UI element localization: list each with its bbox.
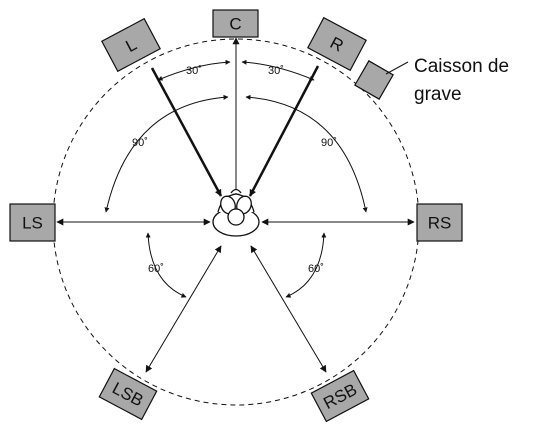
- angle-label-front-left: 30˚: [186, 65, 202, 77]
- arrow-left: [150, 67, 223, 197]
- arrow-right: [248, 65, 320, 197]
- angle-label-back-left: 60˚: [148, 263, 164, 275]
- arrow-left-surround-back: [145, 245, 222, 373]
- arc-60-right: [285, 232, 327, 298]
- angle-label-back-right: 60˚: [308, 263, 324, 275]
- arc-90-right: [245, 94, 368, 213]
- speaker-rs-label: RS: [428, 214, 452, 233]
- subwoofer-caption-line2: grave: [414, 84, 462, 105]
- speaker-rsb: RSB: [310, 369, 370, 423]
- arc-60-left: [145, 232, 187, 298]
- speaker-ls-label: LS: [22, 214, 43, 233]
- arc-30-left: [157, 59, 231, 81]
- subwoofer-leader: [385, 61, 409, 75]
- arc-30-right: [241, 59, 315, 81]
- speaker-c-label: C: [229, 15, 241, 34]
- speaker-r: R: [307, 16, 367, 72]
- listener-icon: [212, 188, 260, 237]
- speaker-l: L: [101, 17, 161, 73]
- angle-label-front-right: 30˚: [268, 65, 284, 77]
- angle-label-side-right: 90˚: [321, 137, 337, 149]
- speaker-ls: LS: [9, 203, 56, 242]
- speaker-rs: RS: [416, 203, 463, 242]
- angle-label-side-left: 90˚: [132, 137, 148, 149]
- subwoofer: [354, 60, 394, 100]
- subwoofer-caption-line1: Caisson de: [414, 56, 509, 77]
- arrow-right-surround-back: [250, 245, 327, 373]
- speaker-c: C: [212, 9, 259, 38]
- arc-90-left: [104, 94, 229, 213]
- speaker-lsb: LSB: [98, 367, 158, 421]
